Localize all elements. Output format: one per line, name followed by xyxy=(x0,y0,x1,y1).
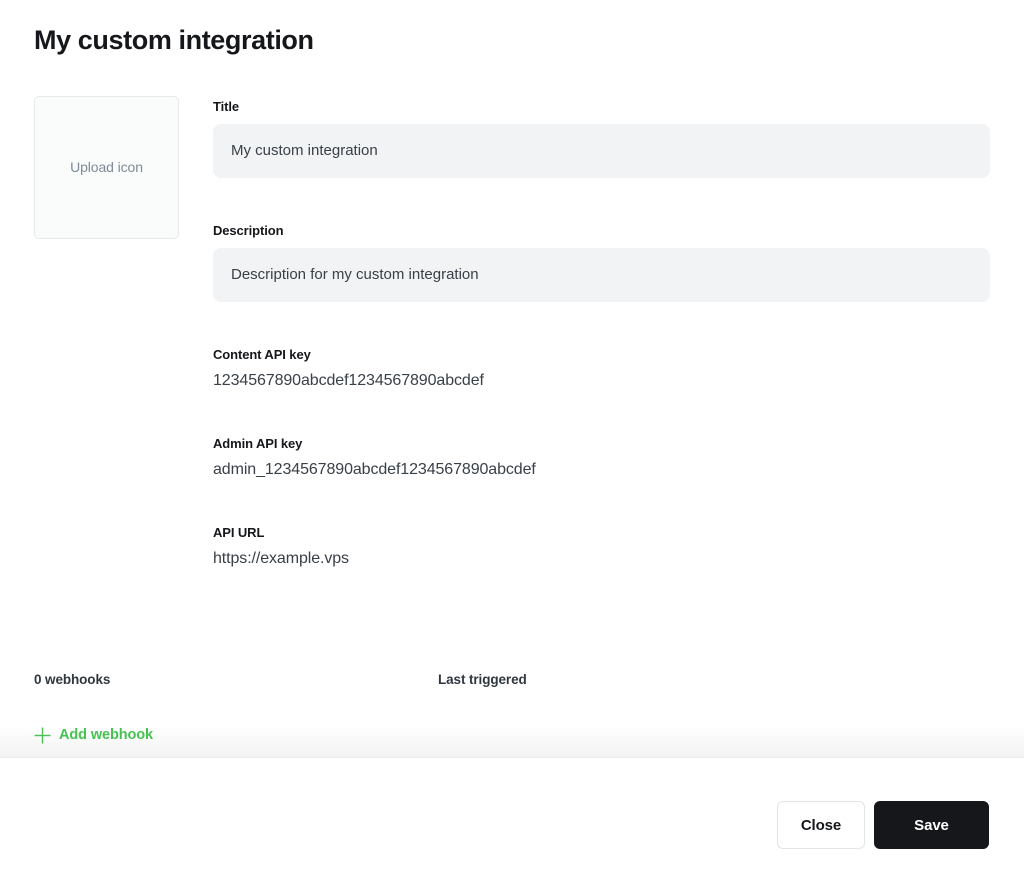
content-api-key-group: Content API key 1234567890abcdef12345678… xyxy=(213,347,990,391)
api-url-label: API URL xyxy=(213,524,265,540)
content-api-key-value[interactable]: 1234567890abcdef1234567890abcdef xyxy=(213,371,484,389)
title-input[interactable] xyxy=(213,123,990,178)
webhooks-count-header: 0 webhooks xyxy=(34,671,111,687)
integration-fields: Title Description Content API key 123456… xyxy=(213,96,990,569)
title-field-group: Title xyxy=(213,99,990,178)
title-label: Title xyxy=(213,98,239,114)
webhooks-table-header: 0 webhooks Last triggered xyxy=(34,672,990,687)
admin-api-key-value[interactable]: admin_1234567890abcdef1234567890abcdef xyxy=(213,460,536,478)
add-webhook-button[interactable]: Add webhook xyxy=(34,727,153,744)
integration-modal-content: My custom integration Upload icon Title … xyxy=(0,25,1024,758)
plus-icon xyxy=(34,727,51,744)
content-api-key-label: Content API key xyxy=(213,346,311,362)
admin-api-key-group: Admin API key admin_1234567890abcdef1234… xyxy=(213,436,990,480)
description-field-group: Description xyxy=(213,223,990,302)
webhooks-last-triggered-header: Last triggered xyxy=(438,671,527,687)
api-url-value[interactable]: https://example.vps xyxy=(213,549,349,567)
save-button[interactable]: Save xyxy=(874,801,989,849)
add-webhook-label: Add webhook xyxy=(59,727,153,744)
description-label: Description xyxy=(213,222,284,238)
admin-api-key-label: Admin API key xyxy=(213,435,303,451)
integration-form: Upload icon Title Description Content AP… xyxy=(34,95,990,569)
webhooks-section: 0 webhooks Last triggered Add webhook xyxy=(34,672,990,749)
description-input[interactable] xyxy=(213,247,990,302)
upload-icon-dropzone[interactable]: Upload icon xyxy=(34,95,179,239)
close-button[interactable]: Close xyxy=(777,801,865,849)
upload-icon-label: Upload icon xyxy=(70,159,143,176)
modal-footer: Close Save xyxy=(0,758,1024,877)
page-title: My custom integration xyxy=(34,25,314,55)
api-url-group: API URL https://example.vps xyxy=(213,525,990,569)
